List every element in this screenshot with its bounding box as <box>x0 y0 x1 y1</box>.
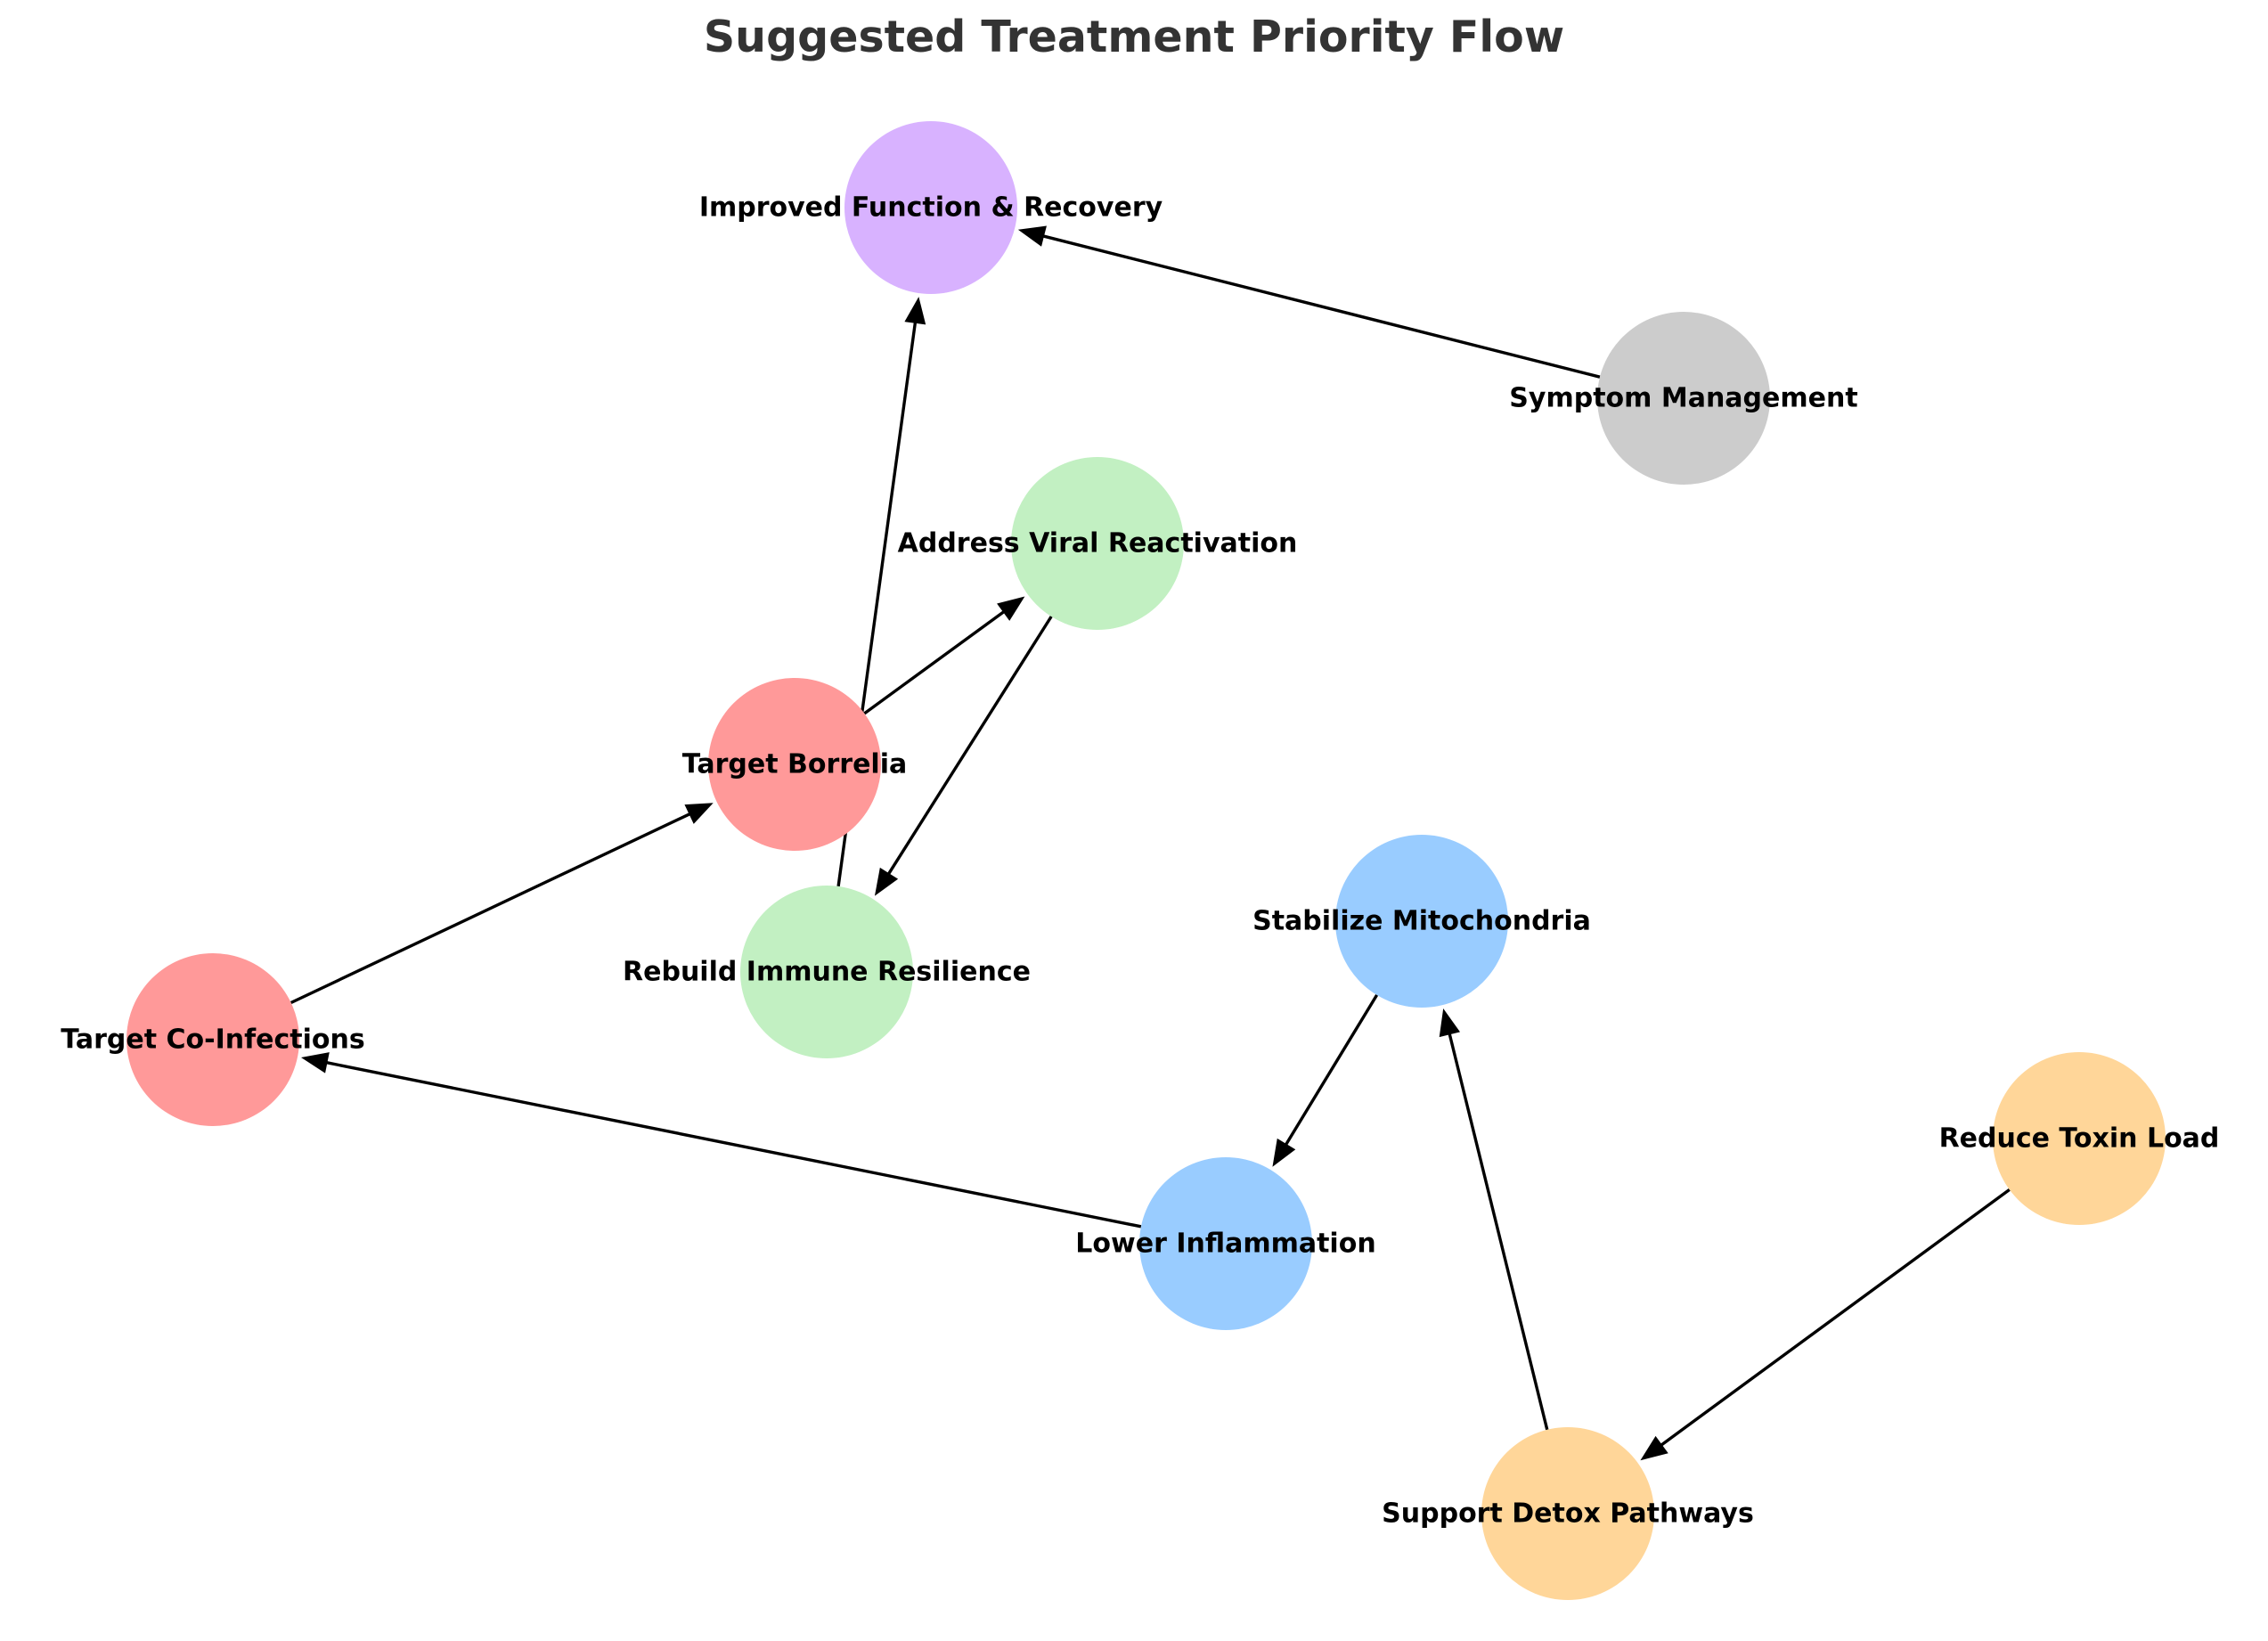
node-label-symptom: Symptom Management <box>1509 383 1857 414</box>
node-label-viral: Address Viral Reactivation <box>898 528 1298 559</box>
node-viral <box>1011 457 1184 630</box>
arrow-head <box>684 803 714 824</box>
edge-line <box>325 1060 1142 1229</box>
edge-detox-to-mito <box>1439 1008 1549 1431</box>
diagram-title: Suggested Treatment Priority Flow <box>704 12 1564 62</box>
edge-toxin-to-detox <box>1640 1188 2011 1461</box>
node-label-immune: Rebuild Immune Resilience <box>623 957 1031 988</box>
edge-mito-to-inflam <box>1272 994 1379 1167</box>
edge-line <box>290 812 692 1005</box>
edge-borrelia-to-viral <box>863 596 1025 715</box>
node-immune <box>740 886 913 1058</box>
node-label-inflam: Lower Inflammation <box>1075 1229 1375 1260</box>
arrow-head <box>301 1052 330 1074</box>
node-label-toxin: Reduce Toxin Load <box>1939 1123 2220 1155</box>
arrow-head <box>997 596 1025 621</box>
node-label-borrelia: Target Borrelia <box>682 749 907 780</box>
arrow-head <box>1272 1138 1296 1167</box>
arrow-head <box>904 297 926 325</box>
node-borrelia <box>708 678 881 851</box>
edges-layer <box>290 225 2011 1461</box>
node-detox <box>1481 1427 1654 1600</box>
edge-viral-to-immune <box>874 616 1053 896</box>
edge-line <box>1284 994 1379 1147</box>
edge-line <box>886 616 1053 876</box>
edge-line <box>1448 1032 1549 1431</box>
arrow-head <box>1017 225 1047 247</box>
edge-inflam-to-coinf <box>301 1052 1142 1229</box>
node-label-coinf: Target Co-Infections <box>61 1025 364 1056</box>
arrow-head <box>1640 1435 1668 1461</box>
node-improved <box>844 121 1017 294</box>
node-coinf <box>126 953 299 1126</box>
arrow-head <box>874 867 899 896</box>
edge-line <box>1660 1188 2011 1448</box>
node-symptom <box>1597 312 1770 485</box>
node-label-mito: Stabilize Mitochondria <box>1252 906 1591 937</box>
edge-line <box>1041 234 1601 379</box>
node-toxin <box>1993 1052 2166 1225</box>
node-mito <box>1335 835 1508 1008</box>
arrow-head <box>1439 1008 1461 1038</box>
edge-line <box>863 609 1006 715</box>
node-label-detox: Support Detox Pathways <box>1382 1498 1754 1530</box>
nodes-layer <box>126 121 2166 1600</box>
edge-symptom-to-improved <box>1017 225 1601 379</box>
node-inflam <box>1139 1157 1312 1330</box>
edge-coinf-to-borrelia <box>290 803 714 1005</box>
node-label-improved: Improved Function & Recovery <box>699 192 1163 224</box>
